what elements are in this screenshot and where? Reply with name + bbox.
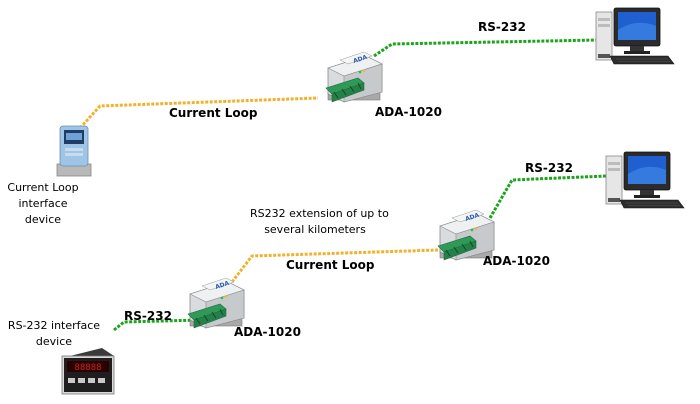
bottom-right-converter-icon: ADA [437,209,495,261]
caption-line: device [35,335,73,348]
converter-brand-text: ADA [214,280,230,291]
bottom-rs232-left-cable [113,318,201,332]
note-line: RS232 extension of up to [250,207,389,220]
bottom-left-converter-label: ADA-1020 [234,325,301,339]
bottom-rs232-right-cable [488,174,607,219]
current-loop-device-icon [56,125,92,177]
top-current-loop-cable [78,96,319,130]
panel-meter-icon: 88888 [61,348,115,395]
bottom-rs232-right-label: RS-232 [525,161,573,175]
converter-brand-text: ADA [352,54,368,65]
caption-line: interface [18,197,68,210]
bottom-computer-icon [605,151,685,209]
top-converter-label: ADA-1020 [375,105,442,119]
caption-line: Current Loop [7,181,79,194]
caption-line: RS-232 interface [7,319,101,332]
top-rs232-label: RS-232 [478,20,526,34]
meter-readout: 88888 [74,363,101,373]
top-computer-icon [595,7,675,65]
bottom-left-converter-icon: ADA [187,277,245,329]
caption-line: device [24,213,62,226]
bottom-rs232-left-label: RS-232 [124,309,172,323]
bottom-right-converter-label: ADA-1020 [483,254,550,268]
top-rs232-cable [373,38,599,58]
converter-brand-text: ADA [464,212,480,223]
rs232-device-caption: RS-232 interface device [2,318,106,350]
current-loop-device-caption: Current Loop interface device [2,180,84,228]
bottom-current-loop-label: Current Loop [286,258,375,272]
extension-note: RS232 extension of up to several kilomet… [250,206,389,238]
note-line: several kilometers [264,223,366,236]
top-current-loop-label: Current Loop [169,106,258,120]
bottom-current-loop-cable [230,248,439,283]
top-converter-icon: ADA [325,51,383,103]
